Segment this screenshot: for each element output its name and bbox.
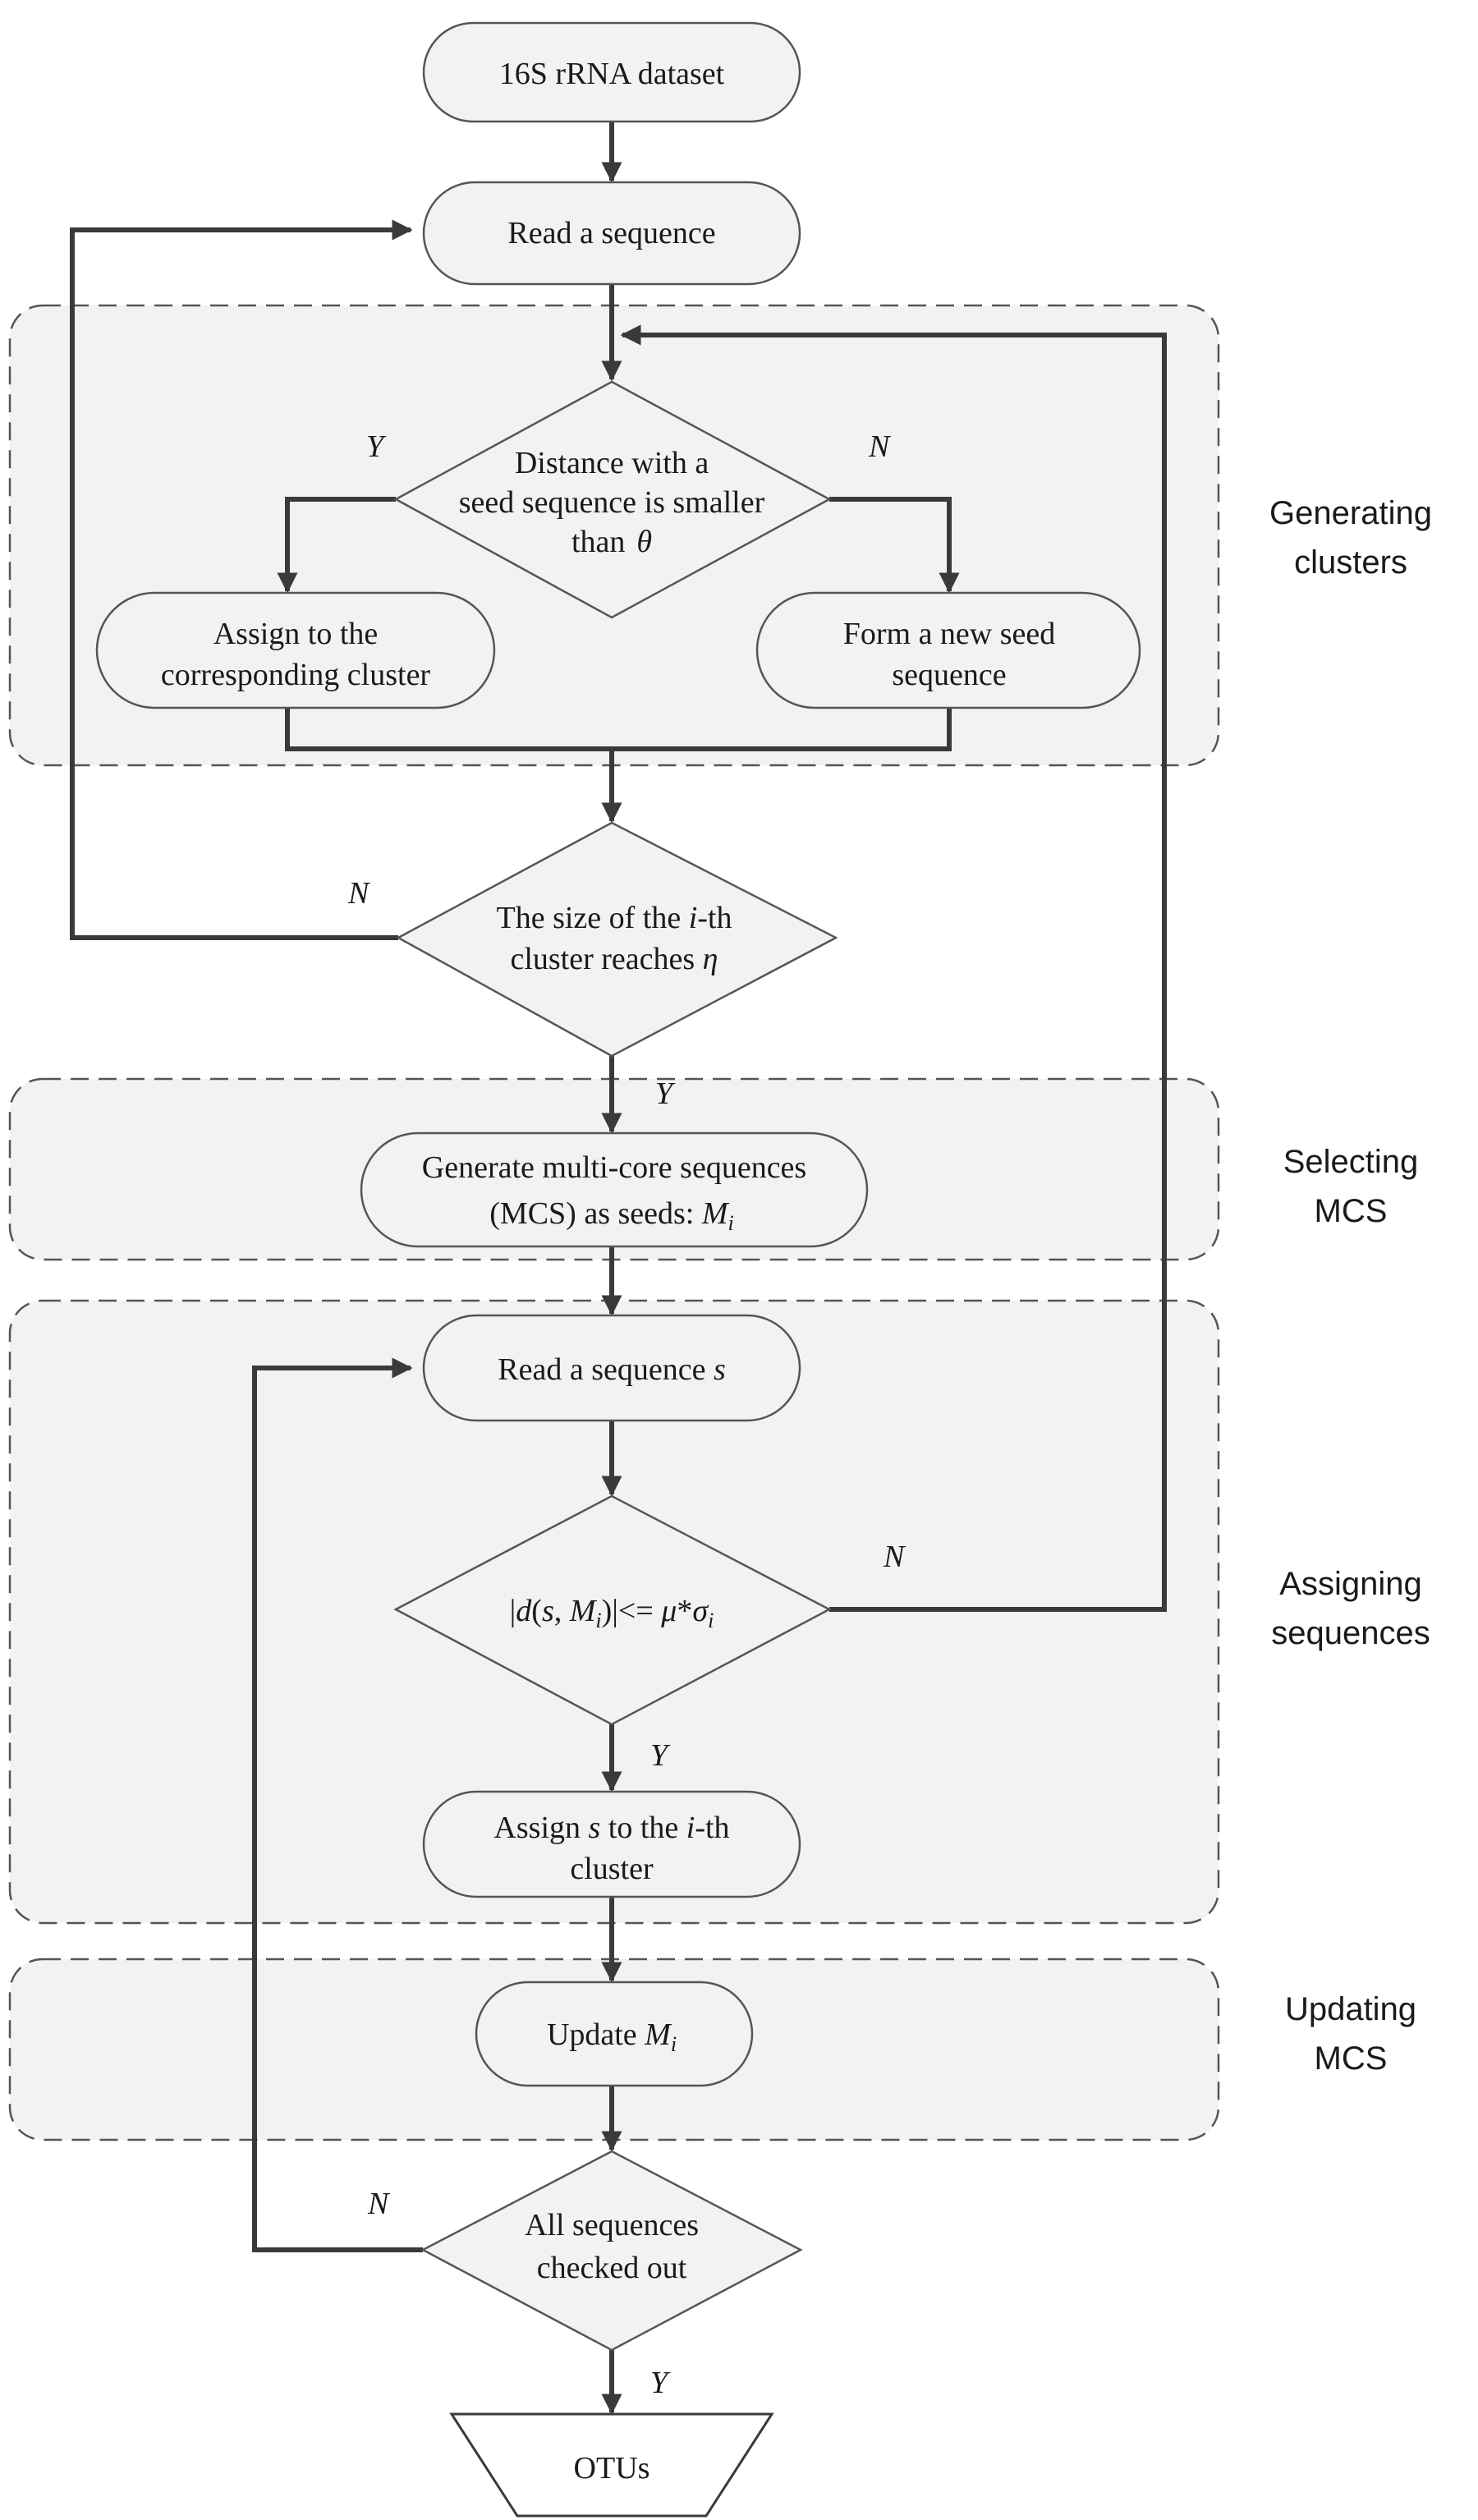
node-new-seed-line1: Form a new seed	[843, 617, 1056, 651]
decision-distance-threshold: Distance with a seed sequence is smaller…	[393, 380, 832, 619]
node-read-sequence-label: Read a sequence	[507, 216, 715, 250]
node-assign-cluster-line1: Assign to the	[213, 617, 379, 651]
region-label-clusters: clusters	[1294, 544, 1407, 581]
node-read-sequence-s: Read a sequence s	[422, 1314, 801, 1422]
region-label-selecting: Selecting	[1283, 1144, 1419, 1180]
region-label-updating: Updating	[1285, 1991, 1416, 2027]
decision-distance-line2: seed sequence is smaller	[459, 485, 765, 520]
edge-label-size-no: N	[347, 876, 371, 911]
node-read-sequence-s-label: Read a sequence s	[498, 1352, 726, 1387]
node-assign-cluster: Assign to the corresponding cluster	[95, 591, 496, 709]
edge-label-checked-yes: Y	[650, 2366, 671, 2400]
decision-all-checked-line1: All sequences	[525, 2208, 699, 2242]
region-label-generating: Generating	[1269, 495, 1432, 531]
terminal-otus-label: OTUs	[574, 2451, 650, 2486]
node-assign-s-line2: cluster	[570, 1852, 654, 1886]
decision-mcs-distance: |d(s, Mi)|<= μ*σi	[393, 1494, 832, 1726]
node-new-seed: Form a new seed sequence	[755, 591, 1141, 709]
node-generate-mcs: Generate multi-core sequences (MCS) as s…	[360, 1131, 869, 1248]
edge-label-mcs-no: N	[883, 1540, 907, 1574]
node-assign-cluster-line2: corresponding cluster	[161, 658, 431, 692]
node-generate-mcs-line1: Generate multi-core sequences	[422, 1150, 806, 1185]
region-label-sequences: sequences	[1271, 1615, 1430, 1651]
decision-size-line2: cluster reaches η	[510, 942, 718, 976]
edge-label-size-yes: Y	[655, 1076, 676, 1111]
decision-all-checked: All sequences checked out	[420, 2150, 803, 2352]
node-read-sequence: Read a sequence	[422, 181, 801, 286]
edge-label-mcs-yes: Y	[650, 1738, 671, 1773]
region-label-selecting-mcs: MCS	[1315, 1193, 1388, 1229]
node-update-m: Update Mi	[475, 1981, 754, 2087]
decision-all-checked-line2: checked out	[537, 2251, 687, 2285]
decision-size-line1: The size of the i-th	[496, 901, 732, 935]
edge-label-distance-no: N	[868, 429, 892, 464]
edge-label-checked-no: N	[367, 2187, 391, 2221]
node-new-seed-line2: sequence	[892, 658, 1006, 692]
node-dataset: 16S rRNA dataset	[422, 21, 801, 123]
terminal-otus: OTUs	[449, 2412, 774, 2518]
node-assign-s-line1: Assign s to the i-th	[493, 1811, 729, 1845]
connectors	[70, 122, 1167, 2415]
node-update-m-label: Update Mi	[547, 2017, 677, 2056]
node-assign-s: Assign s to the i-th cluster	[422, 1790, 801, 1898]
node-dataset-label: 16S rRNA dataset	[499, 57, 725, 91]
node-generate-mcs-line2: (MCS) as seeds: Mi	[489, 1196, 734, 1235]
region-label-assigning: Assigning	[1279, 1566, 1421, 1602]
edge-label-distance-yes: Y	[366, 429, 387, 464]
decision-cluster-size: The size of the i-th cluster reaches η	[396, 821, 838, 1058]
decision-mcs-distance-label: |d(s, Mi)|<= μ*σi	[510, 1594, 714, 1632]
region-label-updating-mcs: MCS	[1315, 2040, 1388, 2077]
decision-distance-line1: Distance with a	[515, 446, 709, 480]
